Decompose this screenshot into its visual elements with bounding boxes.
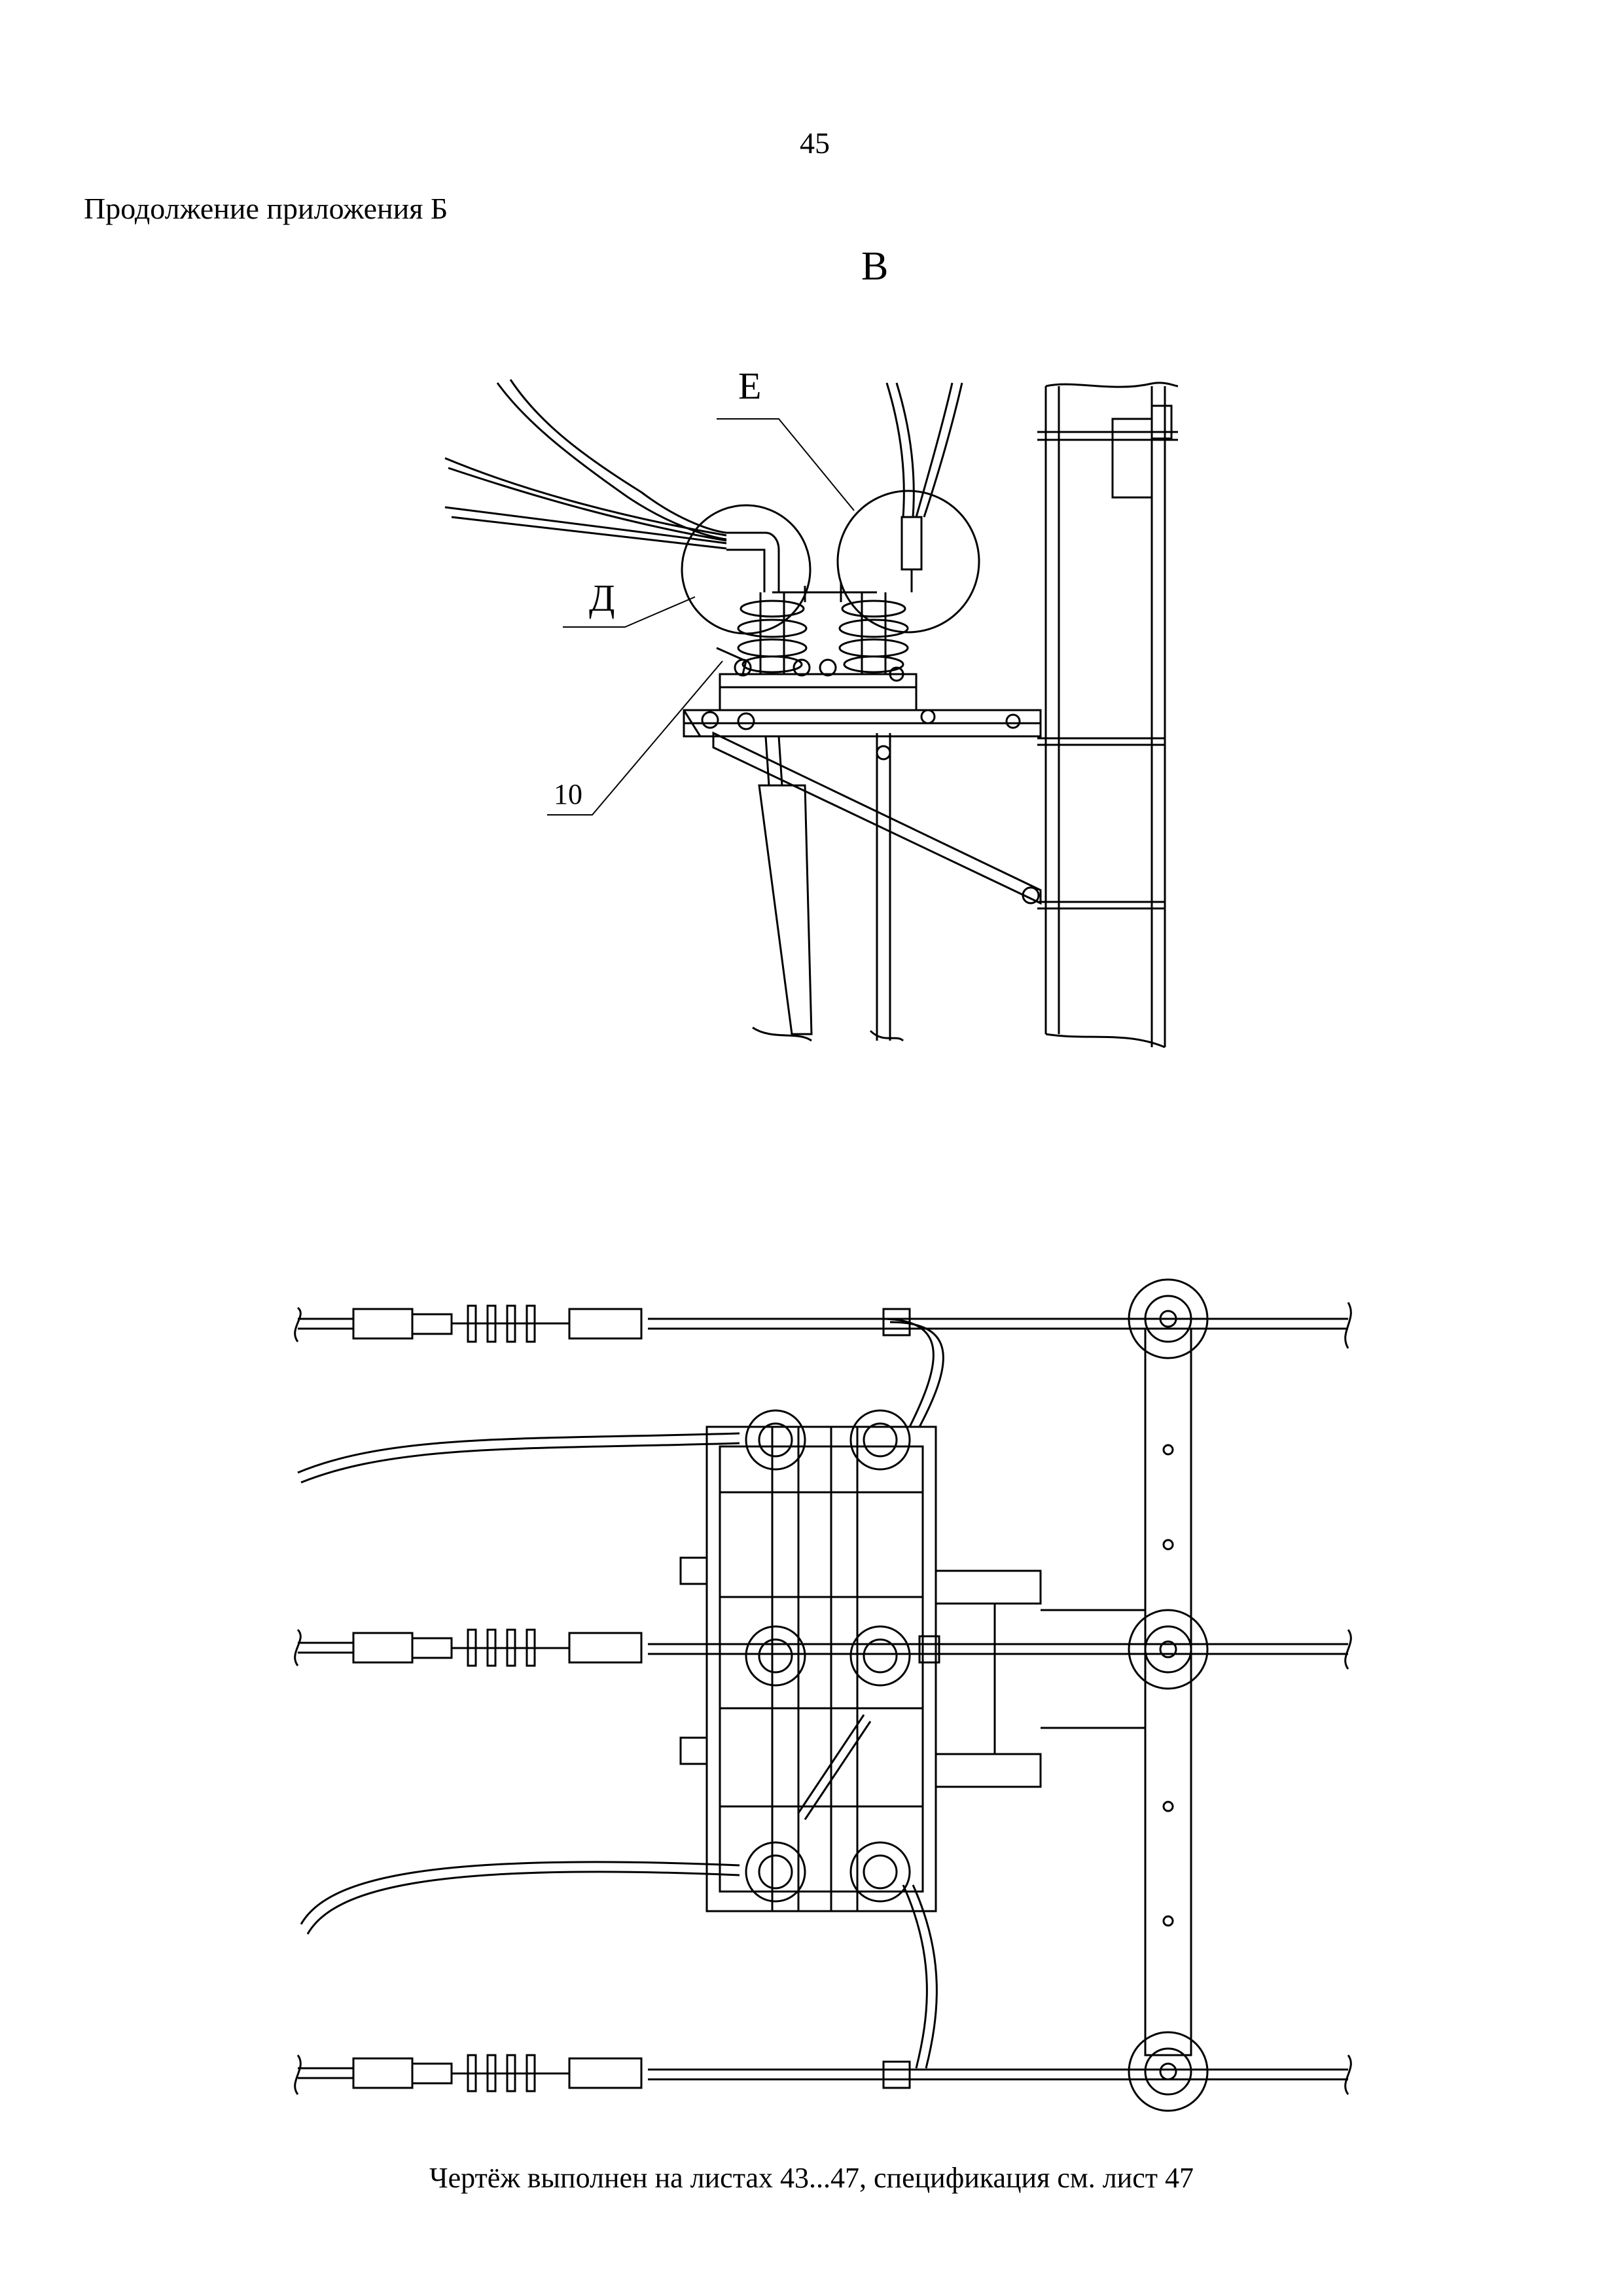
disconnector-base [717,648,916,710]
plan-disconnector-frame [681,1427,1145,1911]
callout-10: 10 [554,778,582,810]
insulator-left [738,592,806,674]
conductor-bottom [295,2055,1351,2094]
view-label: В [861,244,889,289]
appendix-continuation-heading: Продолжение приложения Б [84,192,448,225]
conductor-top [295,1302,1351,1348]
callout-d: Д [589,577,615,619]
page-number: 45 [800,126,830,160]
cables-right [887,383,962,592]
pole [1037,383,1178,1047]
plan-crossarm [1129,1280,1207,2111]
detail-circle-d [682,505,810,634]
leader-d [563,597,695,627]
plan-jumpers [298,1309,943,2088]
string-insulator-bottom [353,2055,641,2091]
insulator-right [840,592,908,674]
conductor-middle [295,1630,1351,1669]
string-insulator-middle [353,1630,641,1666]
string-insulator-top [353,1306,641,1342]
side-view-drawing [0,0,1623,1113]
sheet-note: Чертёж выполнен на листах 43...47, специ… [429,2162,1194,2194]
plan-post-insulators [746,1410,910,1901]
leader-e [717,419,854,511]
detail-circle-e [838,491,979,632]
cables-left [445,380,779,592]
callout-e: Е [738,365,762,407]
leader-10 [547,661,722,815]
drive-rods [753,733,903,1041]
